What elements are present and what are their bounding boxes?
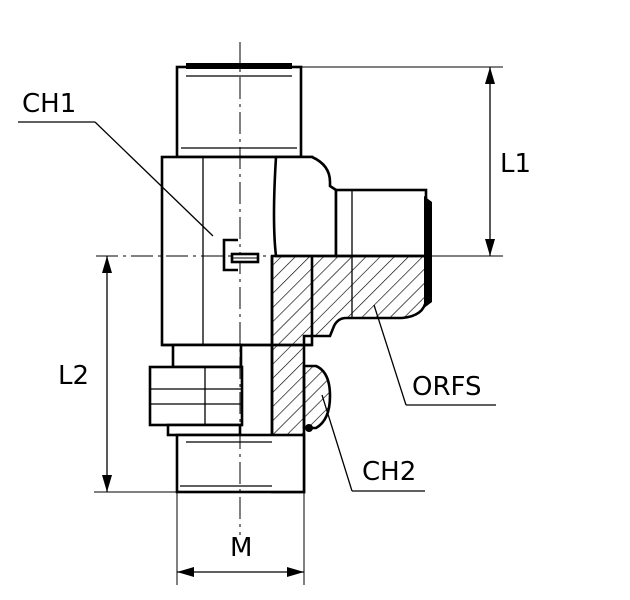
side-arm — [272, 155, 432, 258]
label-l2: L2 — [58, 361, 89, 391]
dimension-l1 — [301, 66, 503, 257]
top-thread-stub — [175, 63, 303, 159]
leader-ch2 — [321, 394, 425, 492]
hatched-section — [270, 254, 432, 494]
label-orfs: ORFS — [412, 372, 482, 402]
label-m: M — [230, 533, 252, 563]
label-l1: L1 — [500, 149, 531, 179]
ch1-marker — [222, 238, 260, 272]
dimension-l2 — [94, 256, 177, 493]
label-ch1: CH1 — [22, 89, 76, 119]
dimension-m — [176, 492, 305, 585]
leader-ch1 — [18, 121, 214, 237]
leader-orfs — [373, 304, 496, 406]
hex-nut — [148, 364, 332, 437]
label-ch2: CH2 — [362, 457, 416, 487]
center-lines — [96, 42, 505, 535]
